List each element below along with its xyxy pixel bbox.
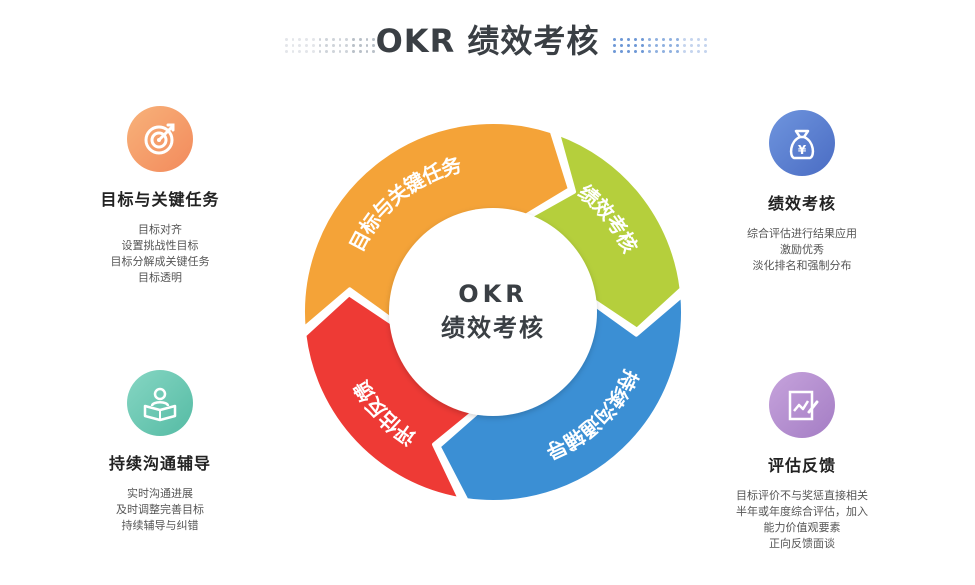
- feature-coaching-title: 持续沟通辅导: [108, 454, 211, 473]
- feature-coaching-list: 实时沟通进展 及时调整完善目标 持续辅导与纠错: [60, 486, 260, 534]
- money-bag-icon: ¥: [769, 110, 835, 176]
- list-item: 目标评价不与奖惩直接相关: [736, 489, 868, 502]
- list-item: 正向反馈面谈: [769, 537, 835, 550]
- list-item: 能力价值观要素: [763, 521, 841, 534]
- feature-goals: 目标与关键任务 目标对齐 设置挑战性目标 目标分解成关键任务 目标透明: [60, 106, 260, 286]
- list-item: 持续辅导与纠错: [121, 519, 199, 532]
- feature-goals-title: 目标与关键任务: [100, 190, 220, 209]
- feature-appraisal: ¥ 绩效考核 综合评估进行结果应用 激励优秀 淡化排名和强制分布: [702, 110, 902, 274]
- page-title: OKR 绩效考核: [375, 22, 600, 60]
- edit-document-icon: [769, 372, 835, 438]
- center-subtitle: 绩效考核: [441, 314, 545, 342]
- title-dots-right: [613, 38, 708, 53]
- feature-feedback-list: 目标评价不与奖惩直接相关 半年或年度综合评估，加入 能力价值观要素 正向反馈面谈: [702, 488, 902, 552]
- svg-text:¥: ¥: [798, 143, 807, 157]
- center-circle: [389, 208, 597, 416]
- feature-appraisal-title: 绩效考核: [767, 194, 836, 213]
- reading-person-icon: [127, 370, 193, 436]
- feature-coaching: 持续沟通辅导 实时沟通进展 及时调整完善目标 持续辅导与纠错: [60, 370, 260, 534]
- list-item: 及时调整完善目标: [116, 503, 204, 516]
- target-icon: [127, 106, 193, 172]
- list-item: 淡化排名和强制分布: [752, 259, 852, 272]
- feature-appraisal-list: 综合评估进行结果应用 激励优秀 淡化排名和强制分布: [702, 226, 902, 274]
- list-item: 目标透明: [138, 271, 182, 284]
- list-item: 综合评估进行结果应用: [747, 227, 857, 240]
- list-item: 目标分解成关键任务: [110, 255, 210, 268]
- feature-goals-list: 目标对齐 设置挑战性目标 目标分解成关键任务 目标透明: [60, 222, 260, 286]
- list-item: 目标对齐: [138, 223, 182, 236]
- list-item: 实时沟通进展: [127, 487, 193, 500]
- feature-feedback: 评估反馈 目标评价不与奖惩直接相关 半年或年度综合评估，加入 能力价值观要素 正…: [702, 372, 902, 552]
- title-dots-left: [285, 38, 376, 53]
- list-item: 半年或年度综合评估，加入: [736, 505, 868, 518]
- list-item: 设置挑战性目标: [121, 239, 199, 252]
- feature-feedback-title: 评估反馈: [767, 456, 836, 475]
- center-title: OKR: [458, 280, 527, 308]
- list-item: 激励优秀: [780, 243, 824, 256]
